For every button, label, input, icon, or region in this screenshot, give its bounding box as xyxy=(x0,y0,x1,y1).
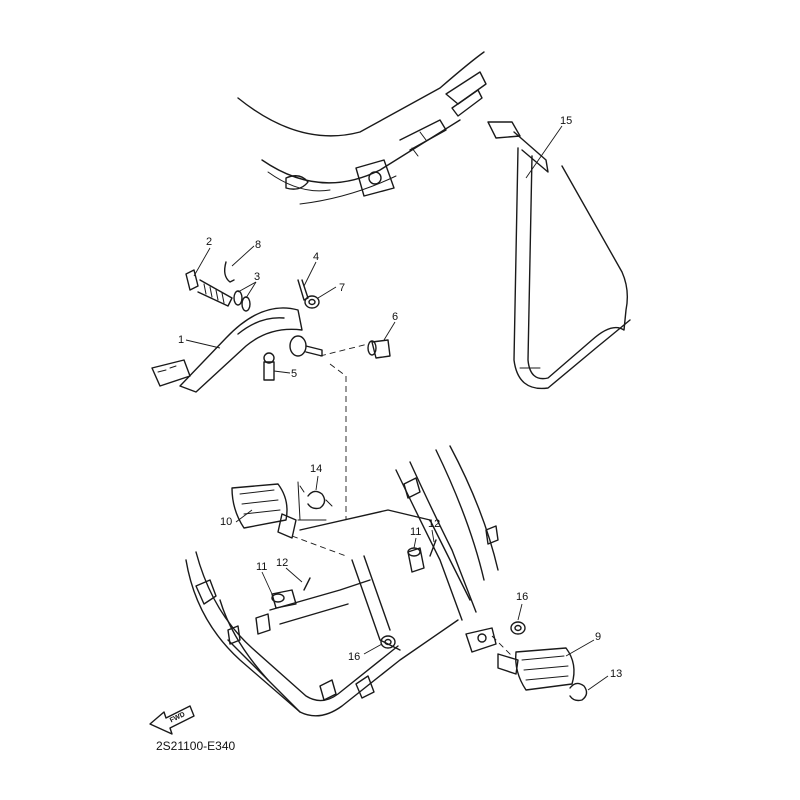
small-parts-drawing xyxy=(271,539,526,649)
callout-14: 14 xyxy=(310,463,322,475)
side-stand-drawing xyxy=(487,121,631,390)
callout-15: 15 xyxy=(560,115,572,127)
fwd-label: FWD xyxy=(169,711,186,724)
callout-4: 4 xyxy=(313,251,319,263)
part-code: 2S21100-E340 xyxy=(156,739,236,753)
callout-5: 5 xyxy=(291,368,297,380)
callout-13: 13 xyxy=(610,668,622,680)
callout-9: 9 xyxy=(595,631,601,643)
callout-11-lower: 11 xyxy=(256,561,267,573)
callout-6: 6 xyxy=(392,311,398,323)
main-frame-drawing xyxy=(185,445,499,717)
callout-12-upper: 12 xyxy=(428,518,440,530)
right-footrest-drawing xyxy=(491,635,588,702)
fwd-arrow: FWD xyxy=(149,705,195,735)
leader-lines xyxy=(185,125,609,691)
callout-16-lower: 16 xyxy=(348,651,360,663)
callout-10: 10 xyxy=(220,516,232,528)
callout-16-right: 16 xyxy=(516,591,528,603)
callout-7: 7 xyxy=(339,282,345,294)
brake-pedal-drawing xyxy=(151,261,391,520)
callout-1: 1 xyxy=(178,334,184,346)
callout-2: 2 xyxy=(206,236,212,248)
callout-3: 3 xyxy=(254,271,260,283)
rear-frame-drawing xyxy=(237,51,487,205)
callout-labels: 1 2 3 4 5 6 7 8 9 10 11 11 12 12 13 14 1… xyxy=(178,115,622,680)
callout-11-upper: 11 xyxy=(410,526,421,538)
left-footrest-drawing xyxy=(231,481,333,539)
callout-12-lower: 12 xyxy=(276,557,288,569)
callout-8: 8 xyxy=(255,239,261,251)
